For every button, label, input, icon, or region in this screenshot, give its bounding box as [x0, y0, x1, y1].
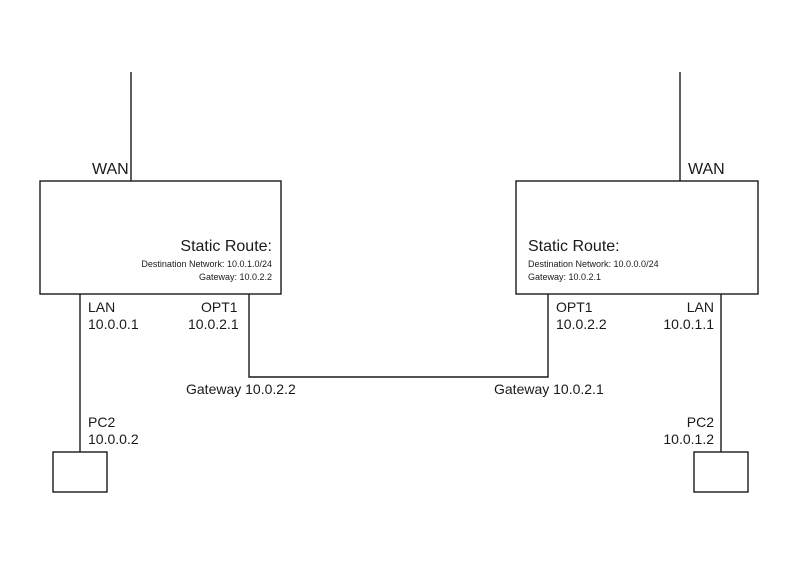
- left-lan-label: LAN: [88, 299, 116, 315]
- right-opt1-ip: 10.0.2.2: [556, 316, 607, 332]
- right-pc-name: PC2: [686, 414, 714, 430]
- left-lan-ip: 10.0.0.1: [88, 316, 139, 332]
- left-route-gateway: Gateway: 10.0.2.2: [198, 272, 272, 282]
- left-opt1-ip: 10.0.2.1: [188, 316, 239, 332]
- left-pc-name: PC2: [88, 414, 116, 430]
- right-lan-label: LAN: [686, 299, 714, 315]
- left-opt1-label: OPT1: [201, 299, 238, 315]
- left-route-destination: Destination Network: 10.0.1.0/24: [141, 259, 272, 269]
- left-wan-label: WAN: [92, 161, 129, 178]
- left-pc-ip: 10.0.0.2: [88, 431, 139, 447]
- left-static-route-title: Static Route:: [180, 238, 272, 255]
- right-route-destination: Destination Network: 10.0.0.0/24: [528, 259, 659, 269]
- opt1-interconnect-link: [248, 294, 549, 378]
- right-route-gateway: Gateway: 10.0.2.1: [528, 272, 602, 282]
- right-gateway-label: Gateway 10.0.2.1: [494, 381, 604, 397]
- right-static-route-title: Static Route:: [528, 238, 620, 255]
- right-pc-box: [693, 451, 749, 493]
- right-wan-label: WAN: [688, 161, 725, 178]
- right-lan-ip: 10.0.1.1: [663, 316, 714, 332]
- right-pc-ip: 10.0.1.2: [663, 431, 714, 447]
- left-pc-box: [52, 451, 108, 493]
- left-router-box: [39, 180, 282, 295]
- left-gateway-label: Gateway 10.0.2.2: [186, 381, 296, 397]
- right-opt1-label: OPT1: [556, 299, 593, 315]
- right-router-box: [515, 180, 759, 295]
